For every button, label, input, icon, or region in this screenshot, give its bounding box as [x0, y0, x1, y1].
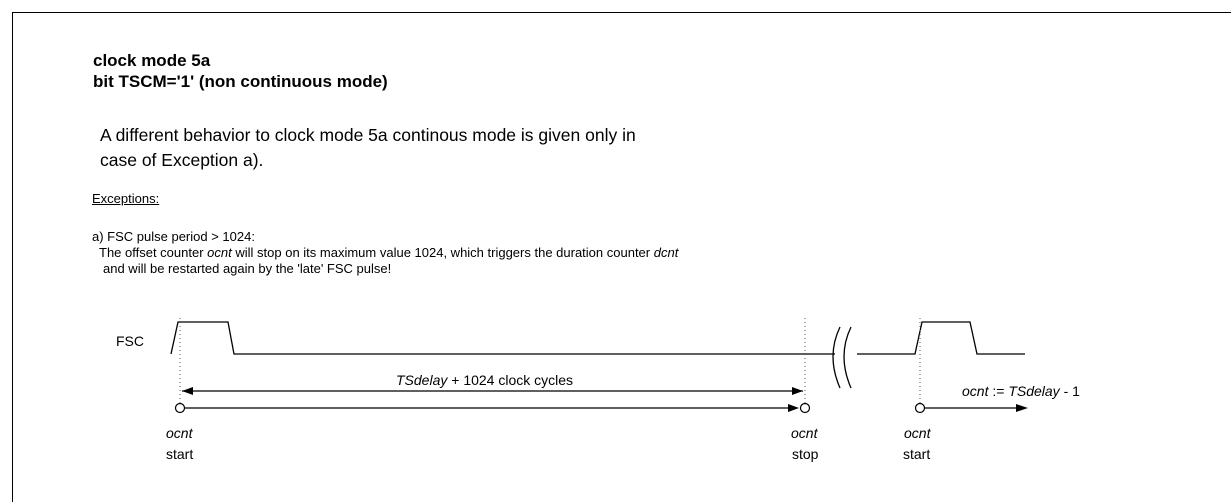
break-mark	[843, 326, 852, 389]
exception-a-line-2: and will be restarted again by the 'late…	[103, 261, 392, 276]
restart-marker	[914, 402, 926, 414]
heading-bit: bit TSCM='1' (non continuous mode)	[93, 72, 388, 91]
span-arrowhead-right	[792, 387, 803, 395]
exception-a-title: a) FSC pulse period > 1024:	[92, 229, 255, 244]
count-arrowhead	[788, 404, 799, 412]
stop-marker	[799, 402, 811, 414]
span-arrowhead-left	[182, 387, 193, 395]
marker-state: start	[166, 446, 193, 462]
fsc-waveform	[170, 321, 835, 355]
heading-mode: clock mode 5a	[93, 51, 211, 70]
marker-state: start	[903, 446, 930, 462]
assign-label: ocnt := TSdelay - 1	[962, 383, 1080, 399]
start-marker	[174, 402, 186, 414]
break-mark	[832, 326, 841, 389]
fsc-label: FSC	[116, 333, 144, 349]
span-label: TSdelay + 1024 clock cycles	[396, 372, 573, 388]
restart-arrowhead	[1016, 404, 1028, 412]
exceptions-title: Exceptions:	[92, 191, 160, 206]
description-line-1: A different behavior to clock mode 5a co…	[100, 125, 636, 145]
marker-name: ocnt	[166, 425, 194, 441]
description-line-2: case of Exception a).	[100, 150, 264, 170]
marker-state: stop	[792, 446, 819, 462]
figure-frame	[12, 12, 1231, 502]
exception-a-line-1: The offset counter ocnt will stop on its…	[99, 245, 679, 260]
fsc-waveform-continued	[857, 321, 1025, 355]
marker-name: ocnt	[904, 425, 932, 441]
marker-name: ocnt	[791, 425, 819, 441]
